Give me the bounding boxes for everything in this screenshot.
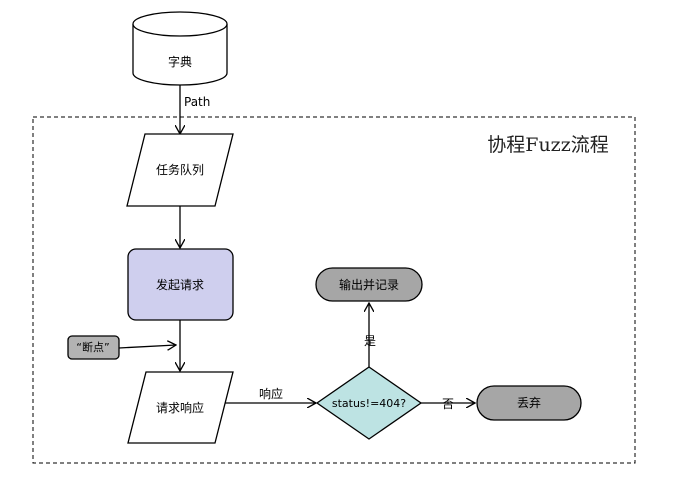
node-send-request: 发起请求 xyxy=(127,248,234,321)
node-task-queue: 任务队列 xyxy=(126,133,234,207)
edges xyxy=(118,85,475,403)
node-output-record: 输出并记录 xyxy=(315,267,423,302)
node-request-response: 请求响应 xyxy=(127,371,234,444)
node-dictionary: 字典 xyxy=(132,11,228,86)
node-send-request-label: 发起请求 xyxy=(156,277,204,292)
edge-label-yes: 是 xyxy=(364,334,376,348)
coroutine-group-border xyxy=(32,116,636,464)
node-dictionary-label: 字典 xyxy=(168,54,192,69)
node-breakpoint-label: “断点” xyxy=(76,340,109,354)
edge-breakpoint-to-line xyxy=(118,345,176,348)
node-status-decision-label: status!=404? xyxy=(332,397,406,410)
edge-label-no: 否 xyxy=(442,397,454,411)
group-title: 协程Fuzz流程 xyxy=(487,134,608,156)
node-breakpoint: “断点” xyxy=(67,335,120,360)
node-task-queue-label: 任务队列 xyxy=(156,162,204,177)
node-discard-label: 丢弃 xyxy=(517,395,541,410)
node-status-decision: status!=404? xyxy=(315,366,423,440)
node-discard: 丢弃 xyxy=(476,385,582,421)
node-request-response-label: 请求响应 xyxy=(156,400,204,415)
node-output-record-label: 输出并记录 xyxy=(339,277,399,292)
edge-label-response: 响应 xyxy=(259,386,283,401)
edge-label-path: Path xyxy=(184,95,210,109)
